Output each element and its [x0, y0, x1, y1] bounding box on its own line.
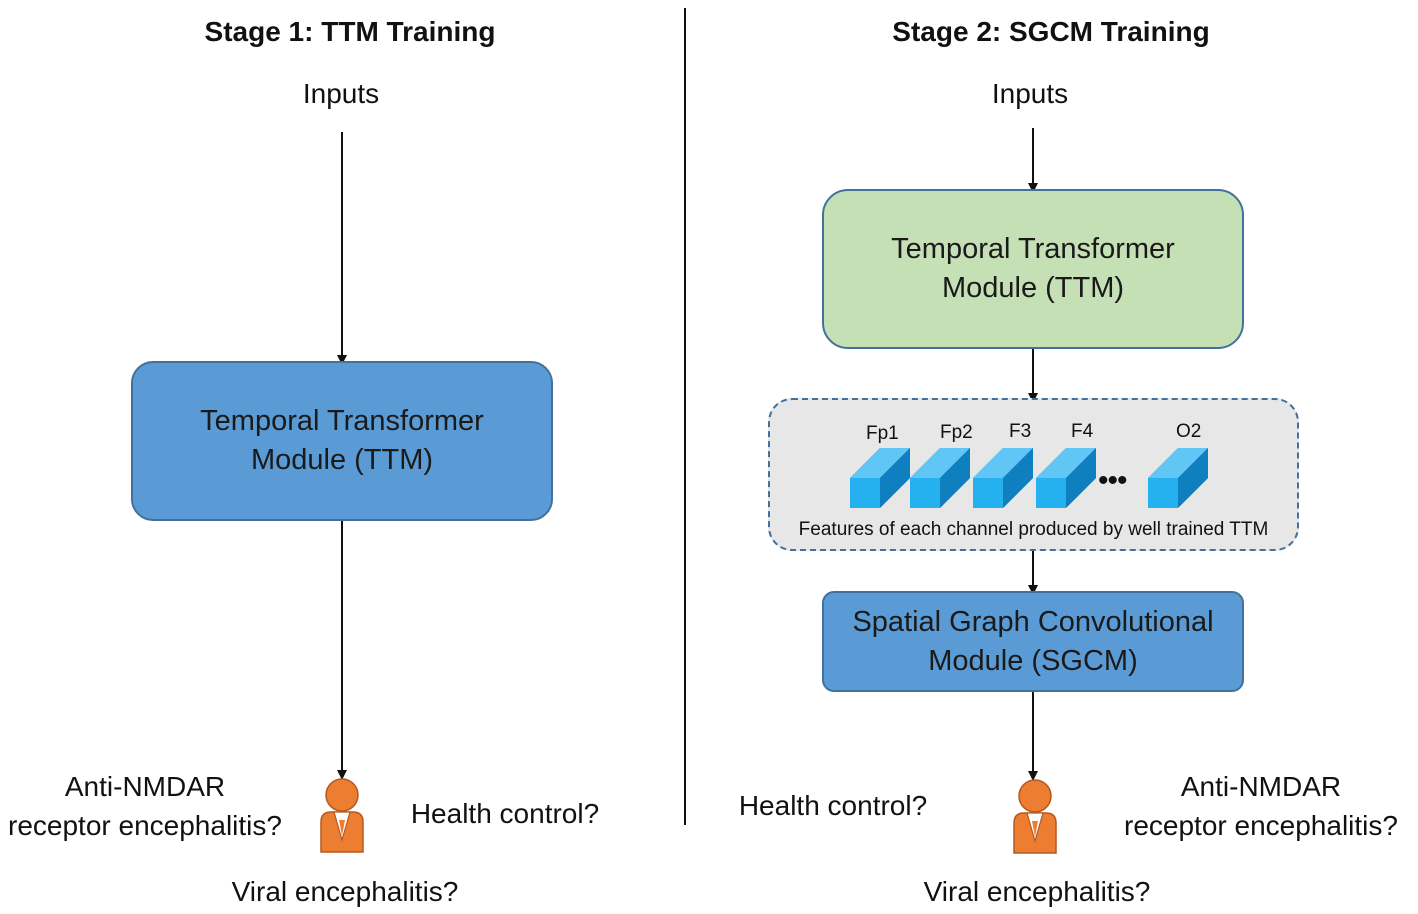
channel-label-f3: F3 [1009, 421, 1032, 442]
stage1-anti-nmdar-line1: Anti-NMDAR [64, 771, 226, 802]
stage2-health-control-label: Health control? [738, 790, 928, 821]
stage1-ttm-line2: Module (TTM) [250, 444, 434, 476]
stage2-sgcm-module: Spatial Graph Convolutional Module (SGCM… [822, 591, 1244, 692]
stage1-ttm-line1: Temporal Transformer [200, 405, 484, 437]
stage2-anti-nmdar-line1: Anti-NMDAR [1180, 771, 1342, 802]
stage2-sgcm-line2: Module (SGCM) [928, 644, 1138, 677]
stage1-ttm-module: Temporal Transformer Module (TTM) [131, 361, 553, 521]
stage2-ttm-line1: Temporal Transformer [891, 233, 1175, 265]
stage1-health-control-label: Health control? [410, 798, 600, 829]
stage2-anti-nmdar-line2: receptor encephalitis? [1124, 810, 1398, 841]
stage1-anti-nmdar-label: Anti-NMDAR receptor encephalitis? [0, 767, 290, 845]
stage1-viral-label: Viral encephalitis? [231, 876, 459, 907]
channel-ellipsis: ••• [1098, 464, 1127, 497]
stage2-viral-label: Viral encephalitis? [923, 876, 1151, 907]
stage2-anti-nmdar-label: Anti-NMDAR receptor encephalitis? [1116, 767, 1406, 845]
channel-label-o2: O2 [1176, 421, 1202, 442]
stage2-inputs-label: Inputs [991, 78, 1069, 109]
stage1-anti-nmdar-line2: receptor encephalitis? [8, 810, 282, 841]
channel-label-f4: F4 [1071, 421, 1094, 442]
stage1-title: Stage 1: TTM Training [204, 16, 496, 47]
stage2-ttm-module: Temporal Transformer Module (TTM) [822, 189, 1244, 349]
stage2-sgcm-line1: Spatial Graph Convolutional [852, 605, 1214, 638]
channel-label-fp2: Fp2 [940, 422, 973, 443]
stage2-ttm-line2: Module (TTM) [941, 272, 1125, 304]
features-caption: Features of each channel produced by wel… [798, 519, 1269, 540]
stage1-inputs-label: Inputs [302, 78, 380, 109]
channel-label-fp1: Fp1 [866, 423, 899, 444]
stage2-title: Stage 2: SGCM Training [892, 16, 1210, 47]
